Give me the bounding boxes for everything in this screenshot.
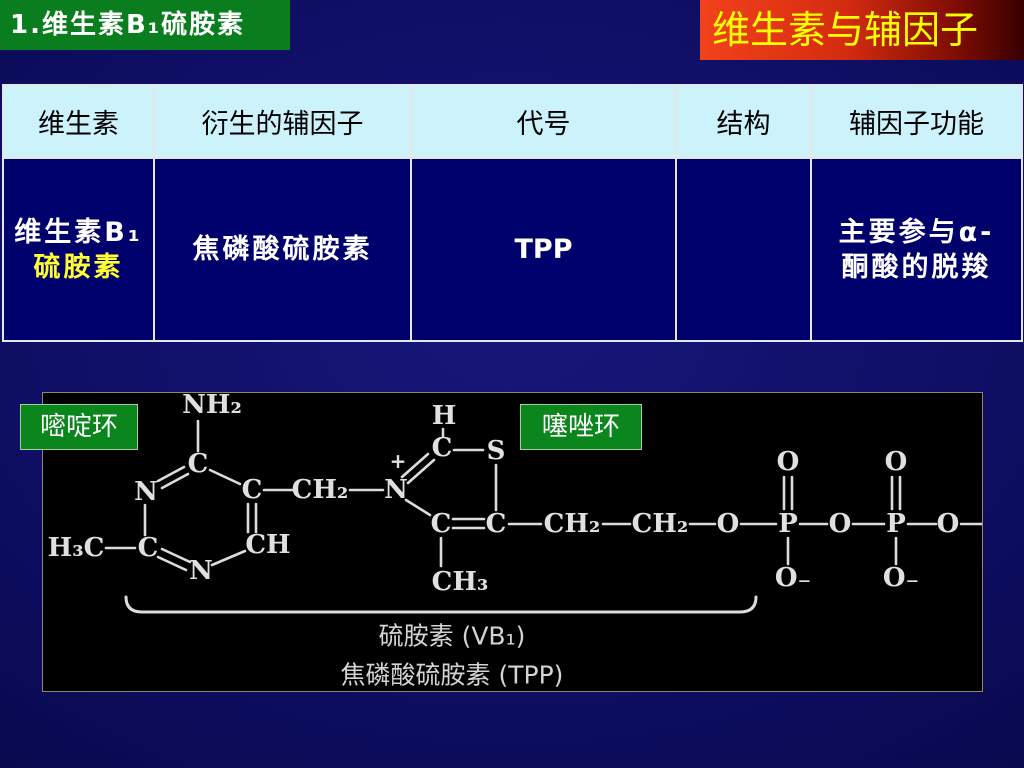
atom-chain-ch2-b: CH₂: [632, 509, 689, 539]
atom-o-beta-bottom: O₋: [883, 563, 919, 593]
caption-tpp: 焦磷酸硫胺素 (TPP): [341, 661, 564, 690]
header-structure: 结构: [675, 84, 812, 159]
cell-vitamin: 维生素B₁ 硫胺素: [2, 157, 155, 342]
atom-pyrimidine-c6: CH: [245, 530, 290, 560]
bond-n3-c2-a: [400, 452, 430, 479]
atom-labels: NH₂ C N C CH N C H₃C CH₂ N + H C S C C C…: [48, 393, 960, 690]
vitamin-coenzyme-table: 维生素 衍生的辅因子 代号 结构 辅因子功能 维生素B₁ 硫胺素 焦磷酸硫胺素 …: [2, 84, 1023, 342]
bond-c2-n1-b: [156, 555, 188, 572]
atom-o-alpha-top: O: [777, 447, 800, 477]
atom-thiazole-methyl: CH₃: [432, 567, 489, 597]
header-code: 代号: [410, 84, 677, 159]
atom-pyrimidine-c5: C: [242, 475, 263, 505]
function-line-2: 酮酸的脱羧: [841, 251, 992, 283]
atom-pyrimidine-c4: C: [188, 449, 209, 479]
atom-o-bridge: O: [829, 509, 852, 539]
table-row: 维生素B₁ 硫胺素 焦磷酸硫胺素 TPP 主要参与α- 酮酸的脱羧: [2, 157, 1023, 342]
cell-coenzyme: 焦磷酸硫胺素: [153, 157, 412, 342]
thiamine-pyrophosphate-structure: NH₂ C N C CH N C H₃C CH₂ N + H C S C C C…: [48, 393, 982, 690]
coenzyme-code: TPP: [514, 234, 573, 265]
thiazole-ring-label: 噻唑环: [520, 404, 642, 450]
header-vitamin: 维生素: [2, 84, 155, 159]
atom-p-beta: P: [886, 509, 906, 539]
atom-thiazole-h2: H: [432, 401, 457, 431]
topic-title: 维生素与辅因子: [700, 0, 1024, 60]
atom-o-terminal: O: [937, 509, 960, 539]
bond-lines: [104, 419, 982, 614]
atom-pyrimidine-methyl: H₃C: [48, 533, 105, 563]
bond-c2-n1-a: [160, 547, 192, 564]
atom-thiazole-s1: S: [487, 436, 506, 466]
vitamin-name: 维生素B₁: [14, 216, 143, 248]
header-derived-coenzyme: 衍生的辅因子: [153, 84, 412, 159]
atom-thiazole-c5: C: [486, 509, 507, 539]
pyrimidine-ring-label: 嘧啶环: [20, 404, 138, 450]
function-line-1: 主要参与α-: [838, 216, 995, 248]
cell-function: 主要参与α- 酮酸的脱羧: [810, 157, 1023, 342]
atom-amino: NH₂: [182, 393, 242, 420]
atom-pyrimidine-n3: N: [134, 477, 158, 507]
atom-pyrimidine-n1: N: [189, 556, 213, 586]
atom-pyrimidine-c2: C: [138, 533, 159, 563]
bond-c4-n3-b: [160, 472, 190, 490]
bond-n1-c6: [210, 549, 247, 567]
header-coenzyme-function: 辅因子功能: [810, 84, 1023, 159]
atom-p-alpha: P: [778, 509, 798, 539]
thiamine-bracket: [124, 595, 758, 614]
atom-thiazole-c4: C: [431, 509, 452, 539]
positive-charge-label: +: [390, 449, 407, 473]
cell-structure: [675, 157, 812, 342]
vitamin-alias: 硫胺素: [33, 251, 124, 283]
coenzyme-name: 焦磷酸硫胺素: [192, 234, 373, 265]
atom-thiazole-n3: N: [384, 475, 408, 505]
atom-o-alpha-bottom: O₋: [775, 563, 811, 593]
cell-code: TPP: [410, 157, 677, 342]
section-title: 1.维生素B₁硫胺素: [0, 0, 290, 50]
bond-c4-c5: [208, 468, 242, 486]
structure-panel: NH₂ C N C CH N C H₃C CH₂ N + H C S C C C…: [42, 392, 983, 692]
bond-c4-n3-a: [156, 465, 186, 483]
atom-ester-o: O: [717, 509, 740, 539]
bond-n3-c2-b: [406, 458, 436, 485]
caption-thiamine: 硫胺素 (VB₁): [379, 622, 526, 651]
atom-o-beta-top: O: [885, 447, 908, 477]
atom-thiazole-c2: C: [432, 433, 453, 463]
atom-bridge-ch2: CH₂: [292, 475, 349, 505]
bond-n3-c4: [404, 498, 432, 517]
table-header-row: 维生素 衍生的辅因子 代号 结构 辅因子功能: [2, 84, 1023, 159]
atom-chain-ch2-a: CH₂: [544, 509, 601, 539]
